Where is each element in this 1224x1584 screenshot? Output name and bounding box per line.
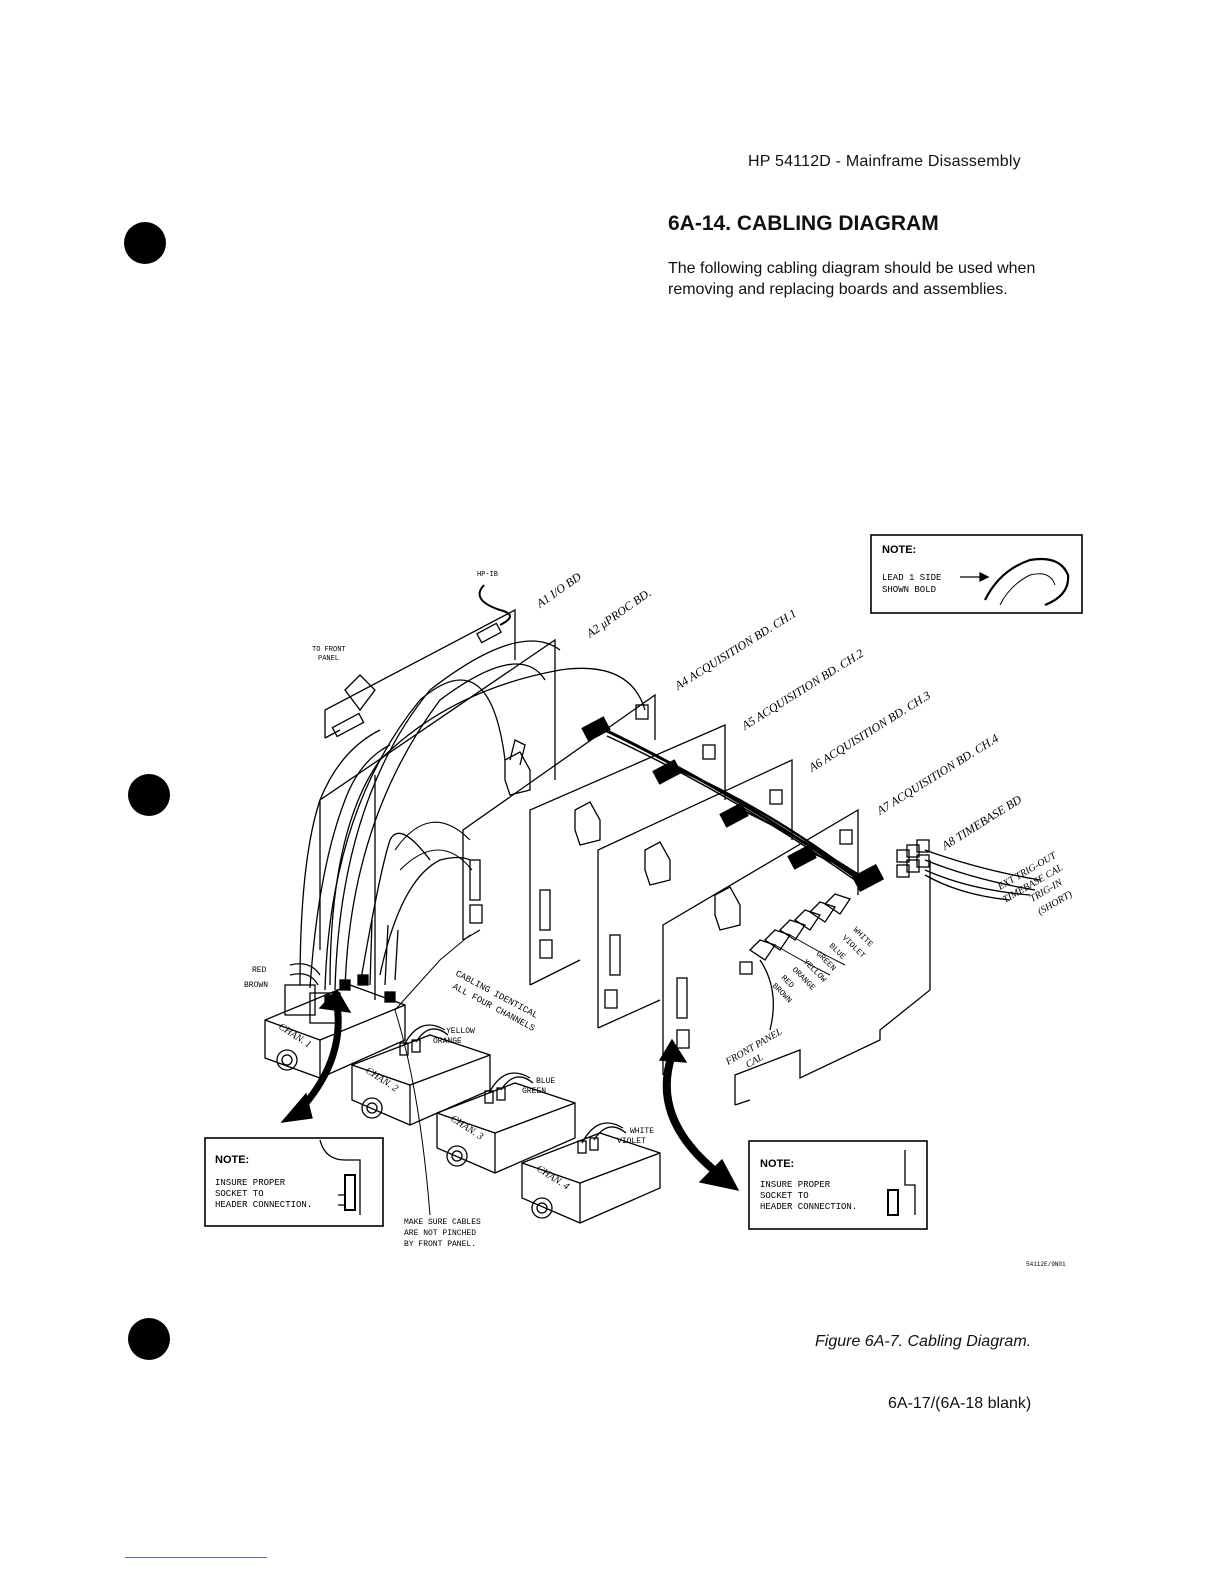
label-make-sure-1: MAKE SURE CABLES xyxy=(404,1218,481,1227)
note-right-title: NOTE: xyxy=(760,1158,794,1170)
board-a2 xyxy=(319,638,556,1000)
binder-hole-top xyxy=(124,222,166,264)
front-panel-cable-bundle xyxy=(299,640,646,991)
note-left-line1: INSURE PROPER xyxy=(215,1178,286,1188)
binder-hole-bottom xyxy=(128,1318,170,1360)
label-a4: A4 ACQUISITION BD. CH.1 xyxy=(671,606,799,693)
board-a7 xyxy=(662,808,859,1075)
board-a5 xyxy=(529,724,726,986)
note-top-line2: SHOWN BOLD xyxy=(882,585,936,595)
channel-3-block xyxy=(436,1072,576,1174)
label-to-front-2: PANEL xyxy=(318,655,339,663)
label-yellow: YELLOW xyxy=(446,1027,475,1036)
timebase-wire-colors: WHITE VIOLET BLUE GREEN YELLOW ORANGE RE… xyxy=(770,926,874,1005)
label-a8: A8 TIMEBASE BD xyxy=(938,792,1024,853)
label-green: GREEN xyxy=(522,1087,546,1096)
note-right-line3: HEADER CONNECTION. xyxy=(760,1202,857,1212)
figure-caption: Figure 6A-7. Cabling Diagram. xyxy=(815,1333,1032,1350)
section-title: 6A-14. CABLING DIAGRAM xyxy=(668,212,939,235)
footer-rule xyxy=(125,1557,267,1558)
label-make-sure-3: BY FRONT PANEL. xyxy=(404,1240,476,1249)
note-top-line1: LEAD 1 SIDE xyxy=(882,573,941,583)
label-red: RED xyxy=(252,966,267,975)
label-to-front-1: TO FRONT xyxy=(312,646,346,654)
label-a7: A7 ACQUISITION BD. CH.4 xyxy=(873,731,1001,818)
binder-hole-middle xyxy=(128,774,170,816)
note-left-line3: HEADER CONNECTION. xyxy=(215,1200,312,1210)
note-box-lead-side xyxy=(870,534,1083,614)
label-violet: VIOLET xyxy=(617,1137,646,1146)
acquisition-ribbon-cable xyxy=(604,728,867,886)
note-top-title: NOTE: xyxy=(882,544,916,556)
note-right-line2: SOCKET TO xyxy=(760,1191,809,1201)
running-header: HP 54112D - Mainframe Disassembly xyxy=(748,153,1021,170)
label-make-sure-2: ARE NOT PINCHED xyxy=(404,1229,476,1238)
arrow-left xyxy=(280,988,352,1123)
channel-2-block xyxy=(351,1024,491,1126)
board-a1 xyxy=(324,584,516,739)
label-hpib: HP-IB xyxy=(477,571,498,579)
note-left-title: NOTE: xyxy=(215,1154,249,1166)
board-a8 xyxy=(734,839,1041,1106)
label-a6: A6 ACQUISITION BD. CH.3 xyxy=(805,688,933,775)
note-right-line1: INSURE PROPER xyxy=(760,1180,831,1190)
page-number: 6A-17/(6A-18 blank) xyxy=(888,1395,1032,1412)
board-a6 xyxy=(597,758,793,1029)
note-left-line2: SOCKET TO xyxy=(215,1189,264,1199)
front-panel-connector-comb xyxy=(739,893,852,1031)
timebase-connectors xyxy=(896,839,930,878)
label-white: WHITE xyxy=(630,1127,654,1136)
label-orange: ORANGE xyxy=(433,1037,462,1046)
section-intro: The following cabling diagram should be … xyxy=(668,260,1036,298)
board-a4 xyxy=(462,693,656,941)
note-box-right xyxy=(748,1140,928,1230)
channel-4-block xyxy=(521,1122,661,1224)
label-a1: A1 I/O BD xyxy=(533,569,584,611)
label-blue: BLUE xyxy=(536,1077,555,1086)
arrow-right xyxy=(658,1038,740,1191)
label-a5: A5 ACQUISITION BD. CH.2 xyxy=(738,646,866,733)
note-box-left xyxy=(204,1137,384,1227)
figure-code: 54112E/9N01 xyxy=(1026,1261,1066,1268)
label-brown: BROWN xyxy=(244,981,268,990)
label-a2: A2 μPROC BD. xyxy=(583,586,654,641)
